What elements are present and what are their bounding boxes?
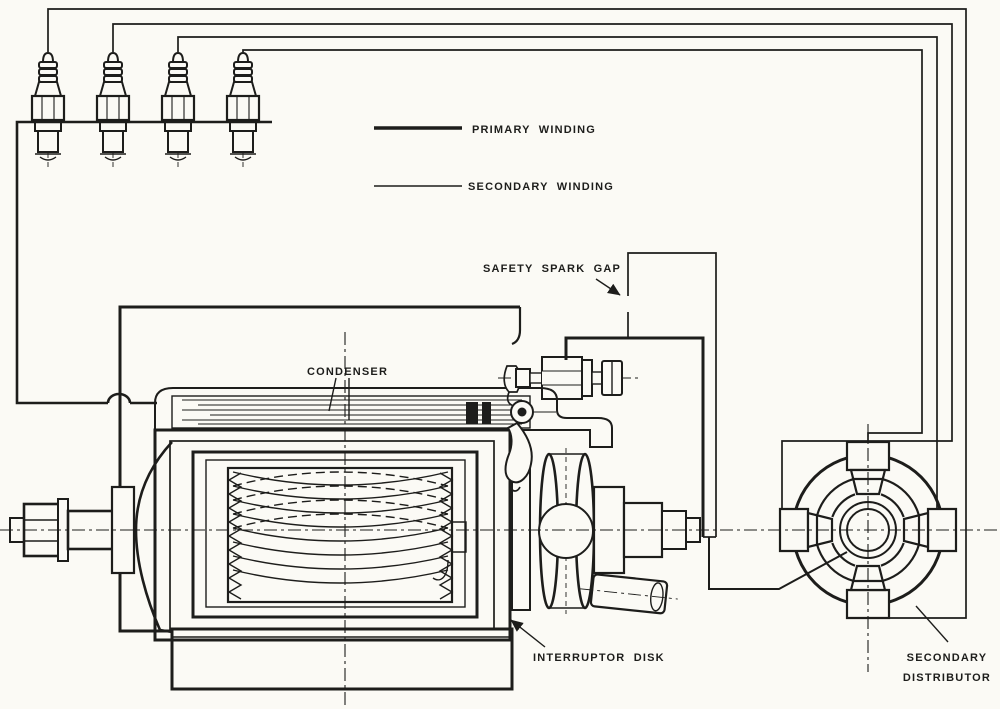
secondary-distributor-label-line1: SECONDARY [907, 652, 988, 664]
safety-spark-gap-arrow-icon [595, 278, 621, 296]
spark-gap-wire-upper [627, 252, 717, 537]
interruptor-disk-arrow-icon [510, 619, 546, 648]
condenser-label: CONDENSER [307, 366, 388, 378]
plug-wire-2 [112, 23, 953, 509]
magneto-assembly [9, 356, 701, 691]
primary-output-wire [564, 336, 705, 537]
spark-plugs [30, 51, 261, 173]
plug-wire-1 [47, 8, 967, 619]
primary-circuit-wiring [15, 120, 848, 633]
condenser-terminal-block [466, 402, 478, 424]
safety-spark-gap-device [498, 356, 640, 400]
gap-adjust-bolt [515, 368, 531, 388]
legend-secondary-label: SECONDARY WINDING [468, 181, 614, 193]
secondary-distributor-label-line2: DISTRIBUTOR [903, 672, 991, 684]
condenser-cap [154, 387, 613, 448]
interruptor-disk-label: INTERRUPTOR DISK [533, 652, 665, 664]
centerlines [0, 332, 1000, 707]
plug-wire-3 [177, 36, 938, 509]
plug-ground-bus [15, 120, 272, 405]
interruptor-disk [538, 448, 596, 614]
magneto-frame-wire [118, 305, 520, 633]
secondary-distributor-pointer-line [915, 605, 949, 643]
breaker-lead-hook [511, 307, 522, 346]
condenser-pointer-line [328, 377, 337, 412]
end-bracket [134, 441, 173, 634]
callouts: SAFETY SPARK GAP CONDENSER INTERRUPTOR D… [307, 263, 991, 684]
legend: PRIMARY WINDING SECONDARY WINDING [374, 124, 614, 193]
drive-coupling [580, 573, 678, 615]
spark-plug-3 [160, 51, 196, 173]
armature-winding [227, 471, 454, 600]
distributor-rotor-ring [831, 493, 905, 567]
safety-spark-gap-label: SAFETY SPARK GAP [483, 263, 621, 275]
condenser-plates [182, 399, 522, 425]
magneto-housing [153, 428, 514, 691]
spark-plug-2 [95, 51, 131, 173]
legend-primary-label: PRIMARY WINDING [472, 124, 596, 136]
magneto-base [170, 627, 514, 691]
wire-to-distributor-brush [708, 537, 848, 590]
spark-plug-1 [30, 51, 66, 173]
disk-hub [538, 503, 594, 559]
spark-plug-4 [225, 51, 261, 173]
breaker-lever [503, 365, 556, 492]
